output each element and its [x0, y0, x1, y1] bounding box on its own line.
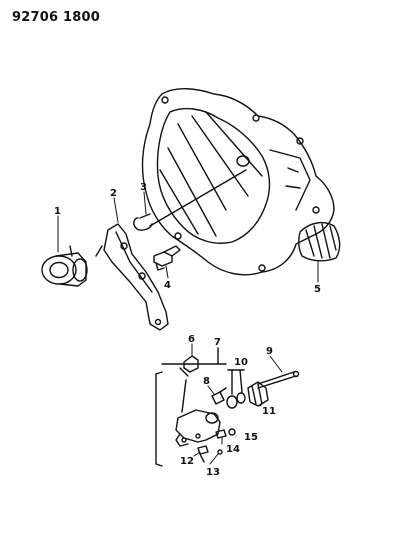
boot-part	[247, 381, 269, 407]
pivot-stud-part	[153, 245, 181, 271]
valve-part	[211, 387, 227, 405]
callout-5: 5	[314, 284, 321, 295]
push-rod-part	[257, 370, 300, 389]
callout-6: 6	[188, 334, 195, 345]
callout-13: 13	[206, 467, 220, 478]
callout-12: 12	[180, 456, 194, 467]
callout-14: 14	[226, 444, 240, 455]
callout-2: 2	[110, 188, 117, 199]
retaining-clip-part	[133, 213, 153, 231]
callout-3: 3	[140, 182, 147, 193]
fastener-parts	[197, 428, 236, 463]
assembly-bracket	[155, 347, 227, 467]
piston-seal-part	[226, 369, 246, 409]
callout-7: 7	[214, 337, 221, 348]
leader-lines	[57, 191, 319, 465]
callout-4: 4	[164, 280, 171, 291]
callout-1: 1	[54, 206, 61, 217]
release-fork-part	[95, 223, 169, 331]
dust-boot-part	[297, 221, 341, 262]
release-bearing-part	[41, 245, 88, 287]
diagram-code: 92706 1800	[12, 10, 100, 25]
callout-11: 11	[262, 406, 276, 417]
bleeder-screw-part	[179, 355, 199, 377]
transaxle-housing	[141, 88, 335, 276]
callout-15: 15	[244, 432, 258, 443]
callout-8: 8	[203, 376, 210, 387]
callout-10: 10	[234, 357, 248, 368]
callout-9: 9	[266, 346, 273, 357]
slave-cylinder-body	[175, 379, 221, 447]
